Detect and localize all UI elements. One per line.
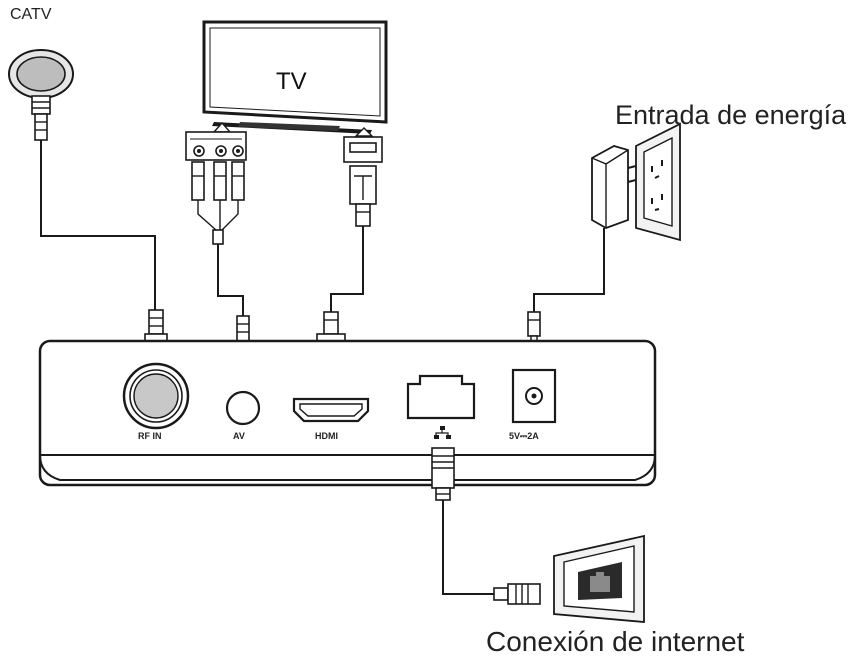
hdmi-port bbox=[292, 397, 370, 423]
power-outlet-icon bbox=[635, 122, 681, 242]
ethernet-cable bbox=[442, 500, 494, 595]
catv-cable bbox=[40, 140, 156, 310]
catv-connector-top bbox=[31, 95, 51, 141]
hdmi-cable bbox=[330, 226, 364, 312]
network-symbol-icon bbox=[434, 426, 451, 439]
dc-power-port bbox=[511, 368, 557, 424]
rf-in-port bbox=[122, 362, 190, 430]
catv-wall-outlet-icon bbox=[8, 49, 74, 99]
power-input-label: Entrada de energía bbox=[615, 100, 847, 130]
internet-connection-label: Conexión de internet bbox=[486, 626, 745, 657]
av-port bbox=[225, 390, 261, 426]
av-cable bbox=[217, 244, 244, 316]
power-adapter-icon bbox=[591, 145, 637, 229]
hdmi-label: HDMI bbox=[315, 431, 338, 441]
av-composite-plug bbox=[185, 121, 247, 245]
ethernet-plug-box bbox=[431, 447, 455, 501]
av-label: AV bbox=[233, 431, 245, 441]
tv-label: TV bbox=[276, 68, 307, 95]
ethernet-plug-wall bbox=[493, 583, 541, 605]
rf-in-label: RF IN bbox=[138, 431, 162, 441]
ethernet-port bbox=[406, 374, 476, 420]
ethernet-wall-jack-icon bbox=[553, 534, 645, 623]
tv-icon bbox=[202, 20, 388, 134]
hdmi-plug-top bbox=[343, 127, 383, 227]
catv-label: CATV bbox=[10, 6, 52, 23]
dc-rating-label: 5V⎓2A bbox=[509, 431, 539, 441]
power-cable bbox=[533, 228, 605, 312]
